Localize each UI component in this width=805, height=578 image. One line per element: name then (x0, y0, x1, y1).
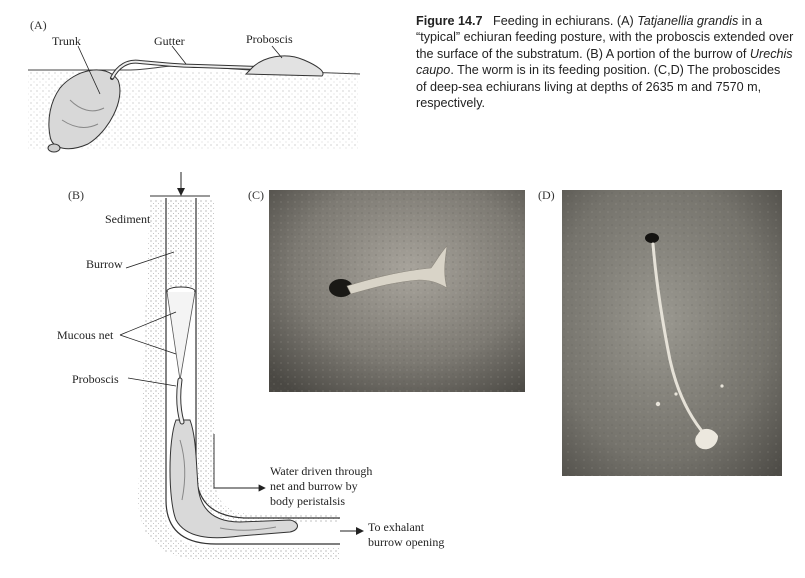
label-burrow: Burrow (86, 257, 123, 271)
exhalant-line-1: To exhalant (368, 520, 425, 534)
panel-d-photo (562, 190, 782, 476)
panel-c-photo-image (269, 190, 525, 392)
label-gutter: Gutter (154, 34, 185, 48)
water-flow-line-3: body peristalsis (270, 494, 345, 508)
label-proboscis-b: Proboscis (72, 372, 119, 386)
panel-c-photo (269, 190, 525, 392)
label-proboscis-a: Proboscis (246, 32, 293, 46)
water-flow-line-1: Water driven through (270, 464, 373, 478)
label-mucous-net: Mucous net (57, 328, 114, 342)
figure-label: Figure 14.7 (416, 14, 483, 28)
panel-b-illustration (119, 172, 364, 560)
label-sediment: Sediment (105, 212, 151, 226)
water-flow-line-2: net and burrow by (270, 479, 358, 493)
panel-d-photo-image (562, 190, 782, 476)
panel-b-letter: (B) (68, 188, 84, 202)
panel-a-letter: (A) (30, 18, 47, 32)
caption-text-1: Feeding in echiurans. (A) (493, 14, 638, 28)
label-trunk: Trunk (52, 34, 81, 48)
caption-species-2: Urechis caupo (416, 46, 793, 78)
caption-text-2: in a “typical” echiuran feeding posture,… (416, 14, 794, 61)
label-water-flow: Water driven through net and burrow by b… (270, 464, 372, 509)
label-exhalant: To exhalant burrow opening (368, 520, 444, 550)
caption-text-3: . The worm is in its feeding position. (… (416, 63, 781, 111)
panel-a-illustration (28, 45, 361, 153)
exhalant-line-2: burrow opening (368, 535, 445, 549)
figure-caption: Figure 14.7 Feeding in echiurans. (A) Ta… (416, 13, 794, 111)
caption-species-1: Tatjanellia grandis (637, 14, 739, 28)
panel-c-letter: (C) (248, 188, 264, 202)
panel-d-letter: (D) (538, 188, 555, 202)
